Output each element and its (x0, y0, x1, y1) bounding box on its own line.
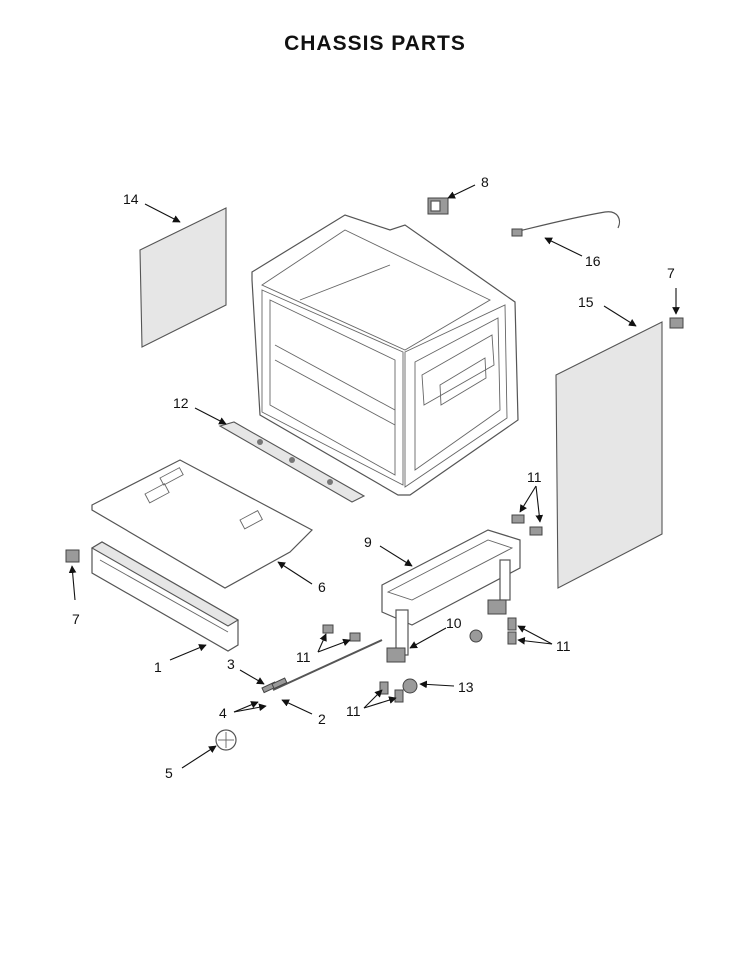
part-2-rod (261, 639, 383, 694)
leveling-legs (386, 599, 507, 694)
part-5-wheel (215, 729, 237, 751)
callout-11-mid-left: 11 (296, 649, 311, 665)
callout-1: 1 (154, 659, 162, 675)
screws-11 (322, 514, 543, 703)
screw-right (669, 317, 684, 329)
callout-15: 15 (578, 294, 594, 310)
oven-chassis-frame (251, 214, 519, 496)
callout-2: 2 (318, 711, 326, 727)
callout-10: 10 (446, 615, 462, 631)
callout-16: 16 (585, 253, 601, 269)
callout-12: 12 (173, 395, 189, 411)
part-8-thermostat (427, 197, 449, 215)
callout-3: 3 (227, 656, 235, 672)
side-panel-left (139, 207, 227, 348)
callout-6: 6 (318, 579, 326, 595)
callout-14: 14 (123, 191, 139, 207)
side-panel-right (555, 321, 663, 589)
part-12-rail (218, 421, 366, 503)
callout-11-mid-right: 11 (556, 638, 571, 654)
callout-7-right: 7 (667, 265, 675, 281)
callout-7-left: 7 (72, 611, 80, 627)
page-title: CHASSIS PARTS (284, 32, 466, 55)
part-1-drawer-front (90, 541, 240, 652)
part-6-bottom-plate (91, 459, 313, 589)
callout-8: 8 (481, 174, 489, 190)
screw-left (65, 549, 80, 563)
part-9-bracket (381, 529, 521, 656)
callout-11-bottom: 11 (346, 703, 361, 719)
callout-13: 13 (458, 679, 474, 695)
callout-4: 4 (219, 705, 227, 721)
callout-5: 5 (165, 765, 173, 781)
leader-lines (68, 184, 680, 769)
part-16-tube (511, 211, 621, 237)
callout-9: 9 (364, 534, 372, 550)
callout-labels: 14 8 16 7 15 12 9 11 6 7 1 10 11 11 3 4 … (72, 174, 675, 781)
callout-11-top: 11 (527, 469, 542, 485)
